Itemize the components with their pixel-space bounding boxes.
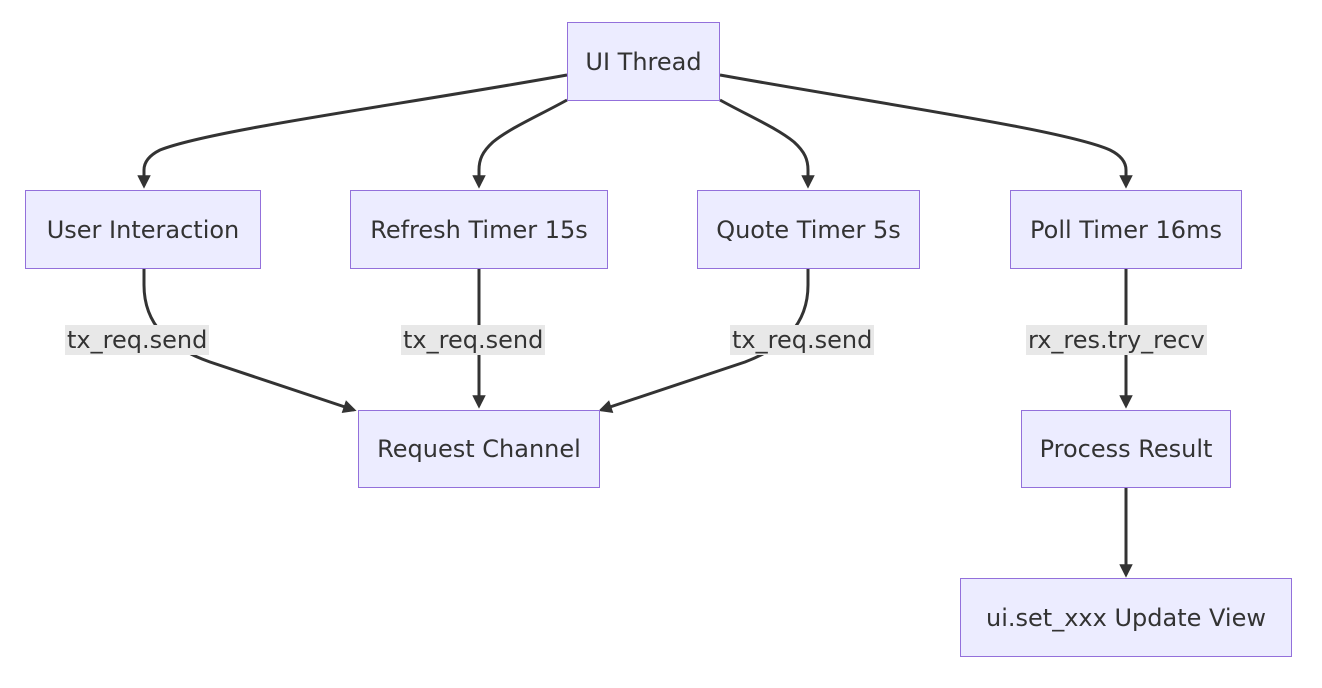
- node-refresh-timer: Refresh Timer 15s: [350, 190, 608, 269]
- edge-label-refresh-timer-send: tx_req.send: [401, 325, 546, 355]
- node-ui-thread-label: UI Thread: [585, 47, 702, 76]
- edge-ui-thread-to-quote-timer: [719, 98, 815, 189]
- node-ui-thread: UI Thread: [567, 22, 720, 101]
- node-poll-timer-label: Poll Timer 16ms: [1030, 215, 1222, 244]
- node-user-interaction: User Interaction: [25, 190, 261, 269]
- edge-label-user-interaction-send: tx_req.send: [65, 325, 210, 355]
- node-request-channel-label: Request Channel: [377, 435, 581, 463]
- edge-label-quote-timer-send: tx_req.send: [730, 325, 875, 355]
- node-poll-timer: Poll Timer 16ms: [1010, 190, 1242, 269]
- node-update-view-label: ui.set_xxx Update View: [986, 603, 1266, 632]
- node-quote-timer-label: Quote Timer 5s: [716, 215, 901, 244]
- edge-ui-thread-to-refresh-timer: [472, 98, 568, 189]
- node-quote-timer: Quote Timer 5s: [697, 190, 920, 269]
- node-user-interaction-label: User Interaction: [46, 215, 240, 244]
- node-refresh-timer-label: Refresh Timer 15s: [370, 215, 588, 244]
- node-update-view: ui.set_xxx Update View: [960, 578, 1292, 657]
- node-request-channel: Request Channel: [358, 410, 600, 488]
- node-process-result: Process Result: [1021, 410, 1231, 488]
- edge-ui-thread-to-poll-timer: [719, 73, 1133, 189]
- node-process-result-label: Process Result: [1039, 435, 1213, 463]
- edge-ui-thread-to-user-interaction: [137, 73, 568, 189]
- edge-label-poll-timer-recv: rx_res.try_recv: [1026, 325, 1207, 355]
